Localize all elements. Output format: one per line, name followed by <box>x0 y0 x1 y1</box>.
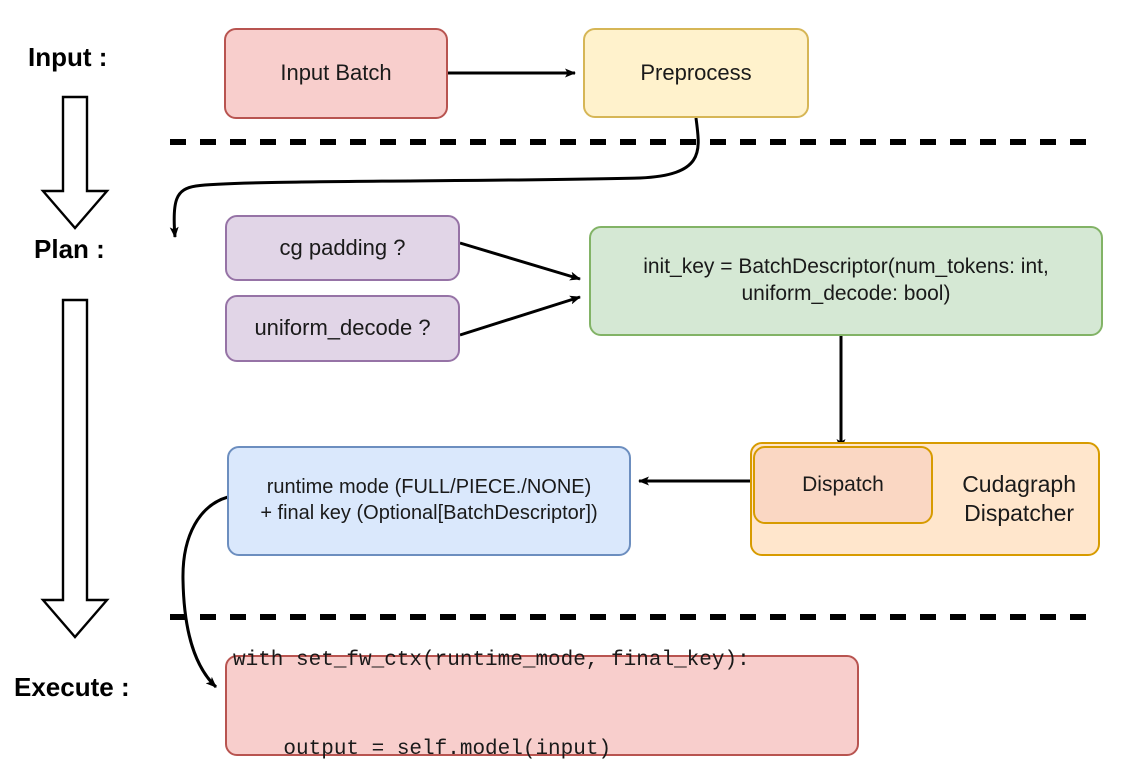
node-execute-code-line1: with set_fw_ctx(runtime_mode, final_key)… <box>233 648 750 672</box>
node-init-key-line2: uniform_decode: bool) <box>741 282 951 305</box>
node-cg-padding-label: cg padding ? <box>279 234 406 260</box>
node-dispatch[interactable]: Dispatch <box>753 446 933 524</box>
node-preprocess[interactable]: Preprocess <box>583 28 809 118</box>
node-input-batch[interactable]: Input Batch <box>224 28 448 119</box>
node-cudagraph-dispatcher-line1: Cudagraph <box>962 470 1076 497</box>
node-cudagraph-dispatcher-text: Cudagraph Dispatcher <box>962 470 1076 529</box>
node-runtime-mode-text: runtime mode (FULL/PIECE./NONE) + final … <box>260 475 597 526</box>
node-execute-code-line2: output = self.model(input) <box>233 738 612 762</box>
node-preprocess-label: Preprocess <box>640 59 752 85</box>
node-init-key[interactable]: init_key = BatchDescriptor(num_tokens: i… <box>589 226 1103 336</box>
stage-label-input: Input : <box>28 42 108 72</box>
node-dispatch-label: Dispatch <box>802 472 884 496</box>
node-uniform-decode[interactable]: uniform_decode ? <box>225 295 460 362</box>
node-init-key-line1: init_key = BatchDescriptor(num_tokens: i… <box>643 255 1049 279</box>
node-execute-code[interactable]: with set_fw_ctx(runtime_mode, final_key)… <box>225 649 859 761</box>
node-execute-code-text: with set_fw_ctx(runtime_mode, final_key)… <box>233 586 750 770</box>
node-uniform-decode-label: uniform_decode ? <box>254 315 431 341</box>
edge-cg-padding-to-init-key <box>459 241 581 281</box>
node-runtime-mode[interactable]: runtime mode (FULL/PIECE./NONE) + final … <box>227 446 631 556</box>
stage-label-plan: Plan : <box>34 234 105 264</box>
node-cg-padding[interactable]: cg padding ? <box>225 215 460 281</box>
node-runtime-mode-line2: + final key (Optional[BatchDescriptor]) <box>260 502 598 524</box>
node-init-key-text: init_key = BatchDescriptor(num_tokens: i… <box>643 254 1049 308</box>
stage-label-execute: Execute : <box>14 672 130 702</box>
edge-uniform-decode-to-init-key <box>459 295 581 337</box>
edge-runtime-mode-to-execute-code <box>181 495 229 689</box>
input-to-plan-arrow <box>40 95 110 230</box>
node-input-batch-label: Input Batch <box>280 60 392 86</box>
node-runtime-mode-line1: runtime mode (FULL/PIECE./NONE) <box>266 476 592 499</box>
plan-to-execute-arrow <box>40 298 110 639</box>
node-cudagraph-dispatcher-line2: Dispatcher <box>964 500 1075 526</box>
